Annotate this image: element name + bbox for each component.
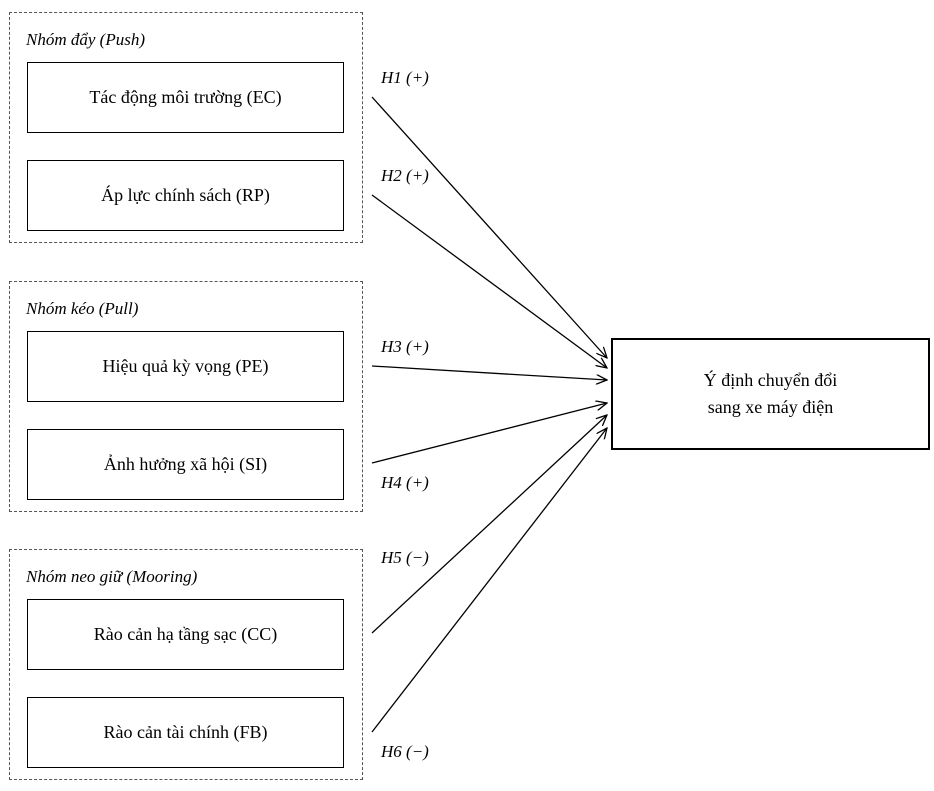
arrow-h1 xyxy=(371,96,607,358)
factor-rp-box: Áp lực chính sách (RP) xyxy=(27,160,344,231)
factor-ec-box: Tác động môi trường (EC) xyxy=(27,62,344,133)
group-push-title: Nhóm đẩy (Push) xyxy=(26,30,145,49)
group-mooring-title: Nhóm neo giữ (Mooring) xyxy=(26,567,198,586)
arrow-h3 xyxy=(371,365,607,380)
label-h4: H4 (+) xyxy=(381,473,429,492)
arrow-h4 xyxy=(371,403,607,464)
target-line-1: Ý định chuyển đổi xyxy=(703,370,838,390)
factor-pe-box: Hiệu quả kỳ vọng (PE) xyxy=(27,331,344,402)
group-pull xyxy=(9,281,363,512)
group-pull-title: Nhóm kéo (Pull) xyxy=(26,299,139,318)
arrow-h2 xyxy=(371,194,607,368)
label-h1: H1 (+) xyxy=(381,68,429,87)
target-line-2: sang xe máy điện xyxy=(707,397,834,417)
target-intention-box: Ý định chuyển đổi sang xe máy điện xyxy=(611,338,930,450)
factor-si-box: Ảnh hưởng xã hội (SI) xyxy=(27,429,344,500)
label-h2: H2 (+) xyxy=(381,166,429,185)
group-mooring xyxy=(9,549,363,780)
factor-cc-box: Rào cản hạ tầng sạc (CC) xyxy=(27,599,344,670)
label-h6: H6 (−) xyxy=(381,742,429,761)
arrow-h6 xyxy=(371,428,607,733)
group-push xyxy=(9,12,363,243)
factor-fb-box: Rào cản tài chính (FB) xyxy=(27,697,344,768)
arrow-h5 xyxy=(371,415,607,634)
label-h5: H5 (−) xyxy=(381,548,429,567)
label-h3: H3 (+) xyxy=(381,337,429,356)
